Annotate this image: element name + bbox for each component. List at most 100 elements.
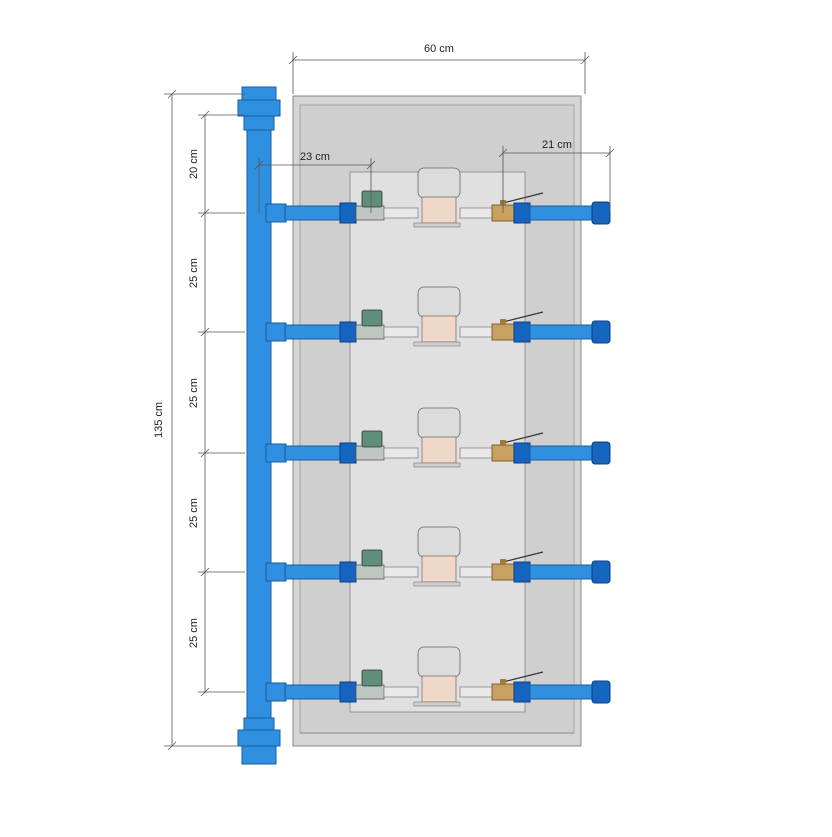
valve-stem: [500, 319, 506, 325]
outlet-pipe: [529, 564, 593, 580]
meter-inlet-pipe: [383, 326, 419, 338]
meter-inlet-pipe: [383, 686, 419, 698]
meter-outlet-pipe: [459, 326, 495, 338]
valve-handle: [502, 192, 544, 204]
valve-stem: [500, 440, 506, 446]
meter-outlet-pipe: [459, 447, 495, 459]
branch-tick-mark-3: [200, 448, 210, 458]
branch-tick-mark-2: [200, 327, 210, 337]
height-total-label: 135 cm: [153, 402, 165, 438]
check-valve: [355, 205, 385, 221]
left-offset-label: 23 cm: [300, 151, 330, 163]
right-offset-label: 21 cm: [542, 139, 572, 151]
branch-tick-mark-1: [200, 208, 210, 218]
check-valve: [355, 324, 385, 340]
check-valve-head: [361, 190, 383, 208]
meter-inlet-pipe: [383, 566, 419, 578]
outlet-pipe: [529, 684, 593, 700]
meter-body: [421, 196, 457, 224]
spacing-label-4: 25 cm: [188, 618, 200, 648]
meter-base: [413, 701, 461, 707]
outlet-cap: [591, 320, 611, 344]
outlet-cap: [591, 680, 611, 704]
outlet-cap: [591, 201, 611, 225]
tee-fitting: [265, 562, 287, 582]
inlet-union: [339, 202, 357, 224]
spacing-label-1: 25 cm: [188, 258, 200, 288]
meter-branches: [265, 167, 611, 707]
meter-body: [421, 555, 457, 583]
check-valve: [355, 684, 385, 700]
meter-outlet-pipe: [459, 686, 495, 698]
meter-base: [413, 462, 461, 468]
meter-dial: [417, 526, 461, 558]
outlet-union: [513, 321, 531, 343]
meter-body: [421, 315, 457, 343]
outlet-pipe: [529, 324, 593, 340]
inlet-pipe: [284, 684, 344, 700]
outlet-union: [513, 681, 531, 703]
valve-handle: [502, 671, 544, 683]
ball-valve: [491, 683, 515, 701]
tee-fitting: [265, 682, 287, 702]
meter-branch-2: [265, 286, 611, 347]
inlet-pipe: [284, 445, 344, 461]
tee-fitting: [265, 203, 287, 223]
check-valve-head: [361, 549, 383, 567]
inlet-union: [339, 681, 357, 703]
ball-valve: [491, 563, 515, 581]
branch-tick-mark-5: [200, 687, 210, 697]
check-valve: [355, 445, 385, 461]
outlet-union: [513, 442, 531, 464]
meter-dial: [417, 167, 461, 199]
meter-body: [421, 675, 457, 703]
valve-handle: [502, 311, 544, 323]
tee-fitting: [265, 322, 287, 342]
width-total-label: 60 cm: [424, 43, 454, 55]
valve-handle: [502, 432, 544, 444]
outlet-union: [513, 202, 531, 224]
meter-branch-3: [265, 407, 611, 468]
meter-dial: [417, 407, 461, 439]
meter-inlet-pipe: [383, 447, 419, 459]
branch-dimension-ticks: [198, 208, 245, 697]
meter-body: [421, 436, 457, 464]
spacing-label-2: 25 cm: [188, 378, 200, 408]
branch-tick-mark-4: [200, 567, 210, 577]
meter-branch-1: [265, 167, 611, 228]
meter-inlet-pipe: [383, 207, 419, 219]
meter-base: [413, 341, 461, 347]
inlet-union: [339, 442, 357, 464]
inlet-pipe: [284, 564, 344, 580]
meter-dial: [417, 286, 461, 318]
outlet-cap: [591, 441, 611, 465]
check-valve-head: [361, 669, 383, 687]
outlet-pipe: [529, 205, 593, 221]
meter-base: [413, 222, 461, 228]
meter-outlet-pipe: [459, 207, 495, 219]
valve-handle: [502, 551, 544, 563]
outlet-pipe: [529, 445, 593, 461]
check-valve-head: [361, 309, 383, 327]
inlet-union: [339, 321, 357, 343]
valve-stem: [500, 679, 506, 685]
spacing-label-3: 25 cm: [188, 498, 200, 528]
inlet-pipe: [284, 324, 344, 340]
first-branch-offset-label: 20 cm: [188, 149, 200, 179]
meter-dial: [417, 646, 461, 678]
meter-outlet-pipe: [459, 566, 495, 578]
tee-fitting: [265, 443, 287, 463]
check-valve: [355, 564, 385, 580]
meter-base: [413, 581, 461, 587]
outlet-cap: [591, 560, 611, 584]
check-valve-head: [361, 430, 383, 448]
meter-branch-5: [265, 646, 611, 707]
inlet-pipe: [284, 205, 344, 221]
outlet-union: [513, 561, 531, 583]
valve-stem: [500, 559, 506, 565]
dimensions: [164, 52, 615, 751]
ball-valve: [491, 444, 515, 462]
ball-valve: [491, 323, 515, 341]
